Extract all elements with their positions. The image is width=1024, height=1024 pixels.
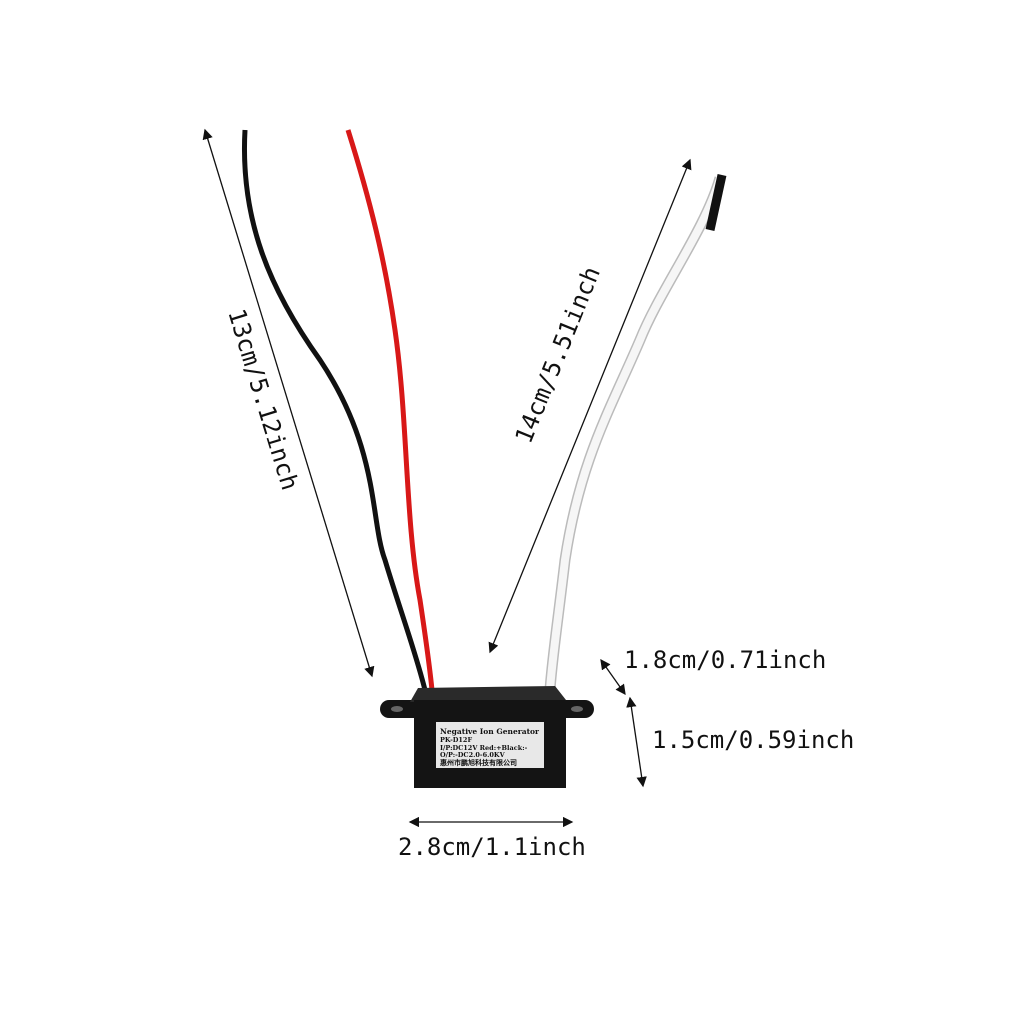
label-input: I/P:DC12V Red:+Black:-: [440, 744, 528, 752]
spec-label: [436, 722, 544, 768]
dim-14cm-text: 14cm/5.51inch: [510, 263, 606, 448]
label-title: Negative Ion Generator: [440, 727, 540, 736]
label-model: PK-D12F: [440, 736, 472, 744]
ion-generator-body: Negative Ion Generator PK-D12F I/P:DC12V…: [380, 686, 594, 788]
white-wire-tip: [705, 174, 727, 231]
dim-1.8cm-text: 1.8cm/0.71inch: [624, 646, 826, 674]
dim-13cm-text: 13cm/5.12inch: [222, 306, 304, 494]
red-wire: [345, 129, 435, 691]
dim-line-14cm: [488, 158, 692, 654]
dim-1.5cm-text: 1.5cm/0.59inch: [652, 726, 854, 754]
dim-2.8cm-text: 2.8cm/1.1inch: [398, 833, 586, 861]
label-maker: 惠州市鹏旭科技有限公司: [440, 758, 517, 767]
dim-line-13cm: [202, 128, 375, 678]
dim-line-1.5cm: [626, 696, 647, 788]
white-wire: [544, 176, 726, 691]
dim-line-1.8cm: [600, 658, 626, 696]
label-output: O/P:-DC2.0-6.0KV: [440, 751, 506, 759]
